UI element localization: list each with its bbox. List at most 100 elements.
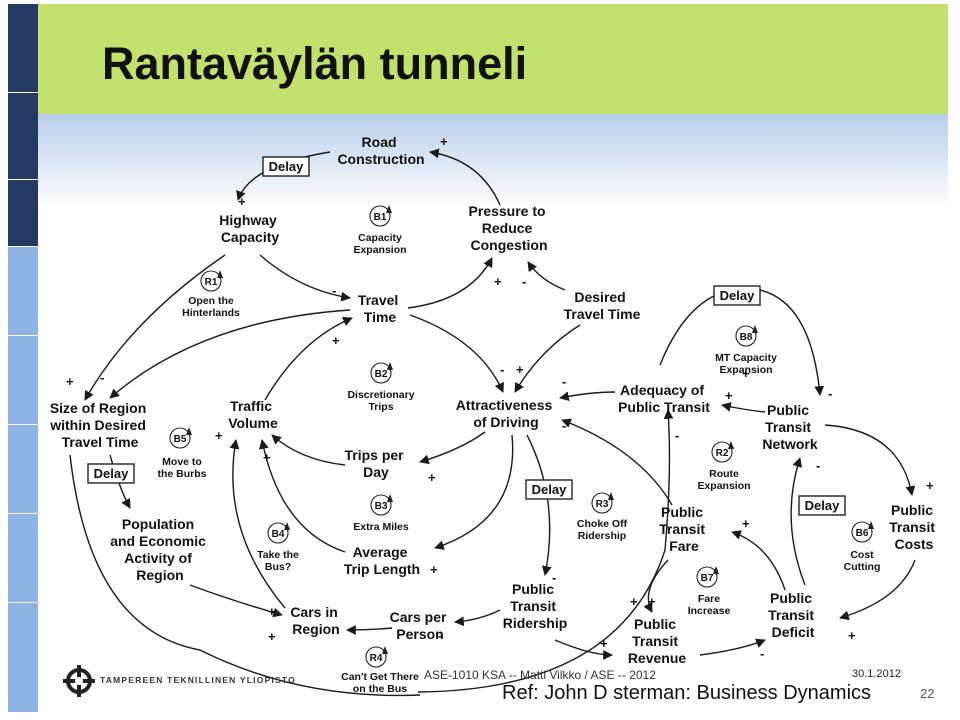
link-pressure-road xyxy=(429,148,501,206)
node-public-transit-costs: Public Transit Costs xyxy=(889,502,939,552)
polarity-plus: + xyxy=(600,636,608,651)
node-population-economic-activity: Population and Economic Activity of Regi… xyxy=(110,516,210,583)
polarity-signs: + + - + - - + + + - + + + + + + - - + + … xyxy=(66,134,934,661)
loop-arrow-icon xyxy=(713,566,719,574)
university-logo-icon xyxy=(63,665,95,697)
link-travel-attract xyxy=(409,314,504,393)
node-public-transit-revenue: Public Transit Revenue xyxy=(628,616,687,666)
polarity-plus: + xyxy=(430,562,438,577)
polarity-plus: + xyxy=(268,604,276,619)
loop-arrow-icon xyxy=(217,270,223,278)
links xyxy=(69,148,916,697)
polarity-minus: - xyxy=(760,646,764,661)
sidebar-segment xyxy=(8,180,38,246)
sidebar-segment xyxy=(8,247,38,335)
link-avglen-traffic xyxy=(258,439,346,553)
polarity-minus: - xyxy=(500,362,504,377)
link-ridership-carsperson xyxy=(454,609,501,627)
delay-box-deficit: Delay xyxy=(798,495,846,516)
loop-arrow-icon xyxy=(186,427,192,435)
link-attract-ridership xyxy=(526,434,552,576)
node-cars-per-person: Cars per Person xyxy=(390,609,451,642)
link-fare-revenue xyxy=(643,559,669,613)
polarity-plus: + xyxy=(440,134,448,149)
link-deficit-network xyxy=(790,457,806,586)
link-travel-size xyxy=(109,309,351,399)
svg-text:B2: B2 xyxy=(375,369,388,380)
polarity-minus: - xyxy=(675,428,679,443)
link-size-population xyxy=(109,454,131,509)
node-public-transit-fare: Public Transit Fare xyxy=(659,504,709,554)
footer-date: 30.1.2012 xyxy=(852,668,901,680)
header-gradient xyxy=(38,114,948,210)
nodes: Road Construction Highway Capacity Press… xyxy=(49,134,939,666)
node-public-transit-deficit: Public Transit Deficit xyxy=(768,590,818,640)
node-road-construction: Road Construction xyxy=(337,134,424,167)
polarity-plus: + xyxy=(263,450,271,465)
polarity-minus: - xyxy=(100,370,104,385)
sidebar-segment xyxy=(8,425,38,513)
svg-text:B4: B4 xyxy=(272,529,285,540)
loop-arrow-icon xyxy=(382,646,388,654)
sidebar-segment xyxy=(8,4,38,92)
link-adequacy-attract xyxy=(559,391,616,402)
delay-box-road: Delay xyxy=(262,156,310,177)
polarity-minus: - xyxy=(562,418,566,433)
node-size-of-region: Size of Region within Desired Travel Tim… xyxy=(49,400,150,450)
sidebar-segment xyxy=(8,603,38,712)
link-attract-avglen xyxy=(434,434,514,550)
polarity-minus: - xyxy=(562,374,566,389)
link-attract-trips xyxy=(419,431,486,465)
link-desired-attract xyxy=(514,324,581,393)
delay-label: Delay xyxy=(532,482,567,497)
title-band xyxy=(38,4,948,114)
footer-reference: Ref: John D sterman: Business Dynamics xyxy=(502,682,872,704)
delay-label: Delay xyxy=(805,498,840,513)
loop-arrow-icon xyxy=(284,522,290,530)
node-public-transit-network: Public Transit Network xyxy=(762,402,817,452)
footer-course: ASE-1010 KSA -- Matti Vilkko / ASE -- 20… xyxy=(424,668,656,682)
svg-text:R1: R1 xyxy=(205,277,218,288)
link-fare-attract xyxy=(561,418,673,506)
node-average-trip-length: Average Trip Length xyxy=(344,544,420,577)
link-highway-travel xyxy=(259,254,351,302)
polarity-plus: + xyxy=(332,333,340,348)
polarity-plus: + xyxy=(238,194,246,209)
node-highway-capacity: Highway Capacity xyxy=(219,212,280,245)
link-costs-deficit xyxy=(839,559,916,621)
page-number: 22 xyxy=(920,686,935,701)
svg-text:R4: R4 xyxy=(370,653,383,664)
link-revenue-deficit xyxy=(699,638,766,656)
loop-arrow-icon xyxy=(868,521,874,529)
link-size-cars-long xyxy=(69,454,421,697)
link-carsperson-cars xyxy=(346,625,393,635)
link-cars-traffic xyxy=(229,439,286,609)
loop-arrow-icon xyxy=(387,362,393,370)
delay-box-size: Delay xyxy=(87,463,135,484)
link-population-cars xyxy=(189,584,283,618)
sidebar-decoration xyxy=(8,4,38,712)
polarity-minus: - xyxy=(522,274,526,289)
link-travel-pressure xyxy=(407,257,493,309)
delay-label: Delay xyxy=(269,159,304,174)
polarity-plus: + xyxy=(648,594,656,609)
